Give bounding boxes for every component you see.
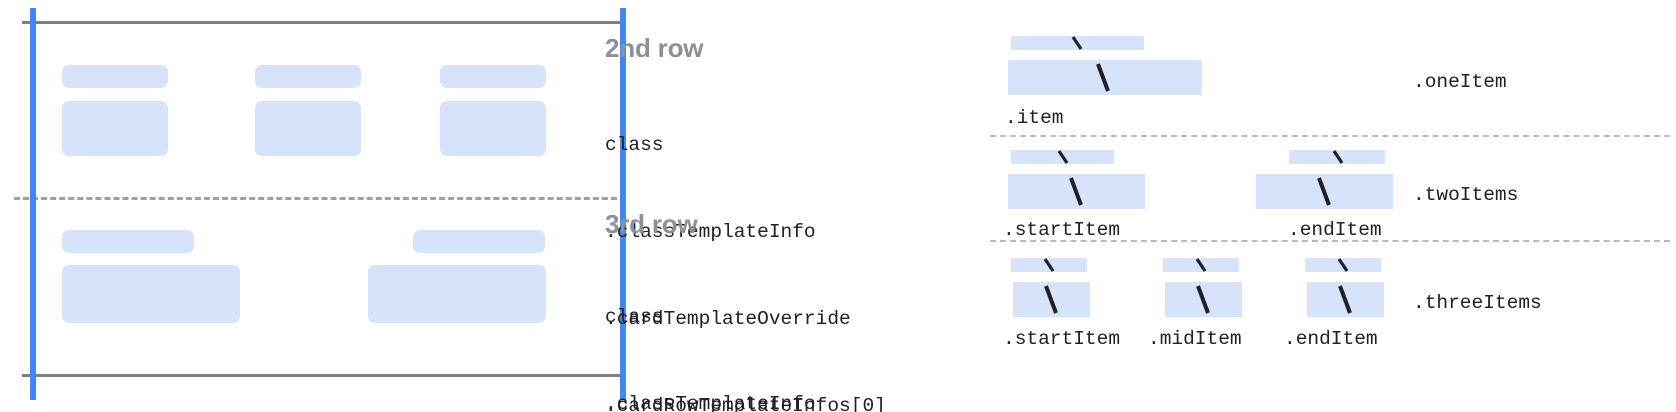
placeholder-content-box	[62, 265, 240, 323]
left-margin-guide	[30, 8, 36, 400]
annotation-code-line: .classTemplateInfo	[605, 221, 816, 243]
legend-item-label: .midItem	[1148, 328, 1242, 350]
slash-icon	[1011, 36, 1144, 50]
slash-icon	[1013, 282, 1090, 317]
annotation-code-line: class	[605, 306, 664, 328]
slash-icon	[1256, 174, 1393, 209]
right-margin-guide	[620, 8, 626, 400]
legend-item-label: .startItem	[1003, 328, 1121, 350]
placeholder-label-bar	[62, 230, 194, 253]
placeholder-label-bar	[440, 65, 546, 88]
legend-section-label: .twoItems	[1413, 184, 1519, 206]
slash-icon	[1165, 282, 1242, 317]
placeholder-label-bar	[62, 65, 168, 88]
annotation-code-line: .cardTemplateOverride	[605, 308, 851, 330]
placeholder-content-box	[440, 101, 546, 156]
slash-icon	[1307, 282, 1384, 317]
annotation-code-line: .cardRowTemplateInfos[0]	[605, 395, 886, 412]
slash-icon	[1163, 258, 1239, 272]
annotation-code-line: .classTemplateInfo	[605, 393, 816, 412]
legend-item-label: .endItem	[1284, 328, 1378, 350]
legend-section-divider	[990, 240, 1670, 242]
placeholder-label-bar	[255, 65, 361, 88]
slash-icon	[1008, 60, 1202, 95]
annotation-heading: 2nd row	[605, 33, 704, 63]
annotation-code-block: class .classTemplateInfo .cardTemplateOv…	[605, 73, 886, 412]
slash-icon	[1011, 258, 1087, 272]
slash-icon	[1289, 150, 1385, 164]
card-top-boundary-rule	[22, 21, 626, 24]
legend-item-label: .item	[1005, 107, 1064, 129]
placeholder-content-box	[255, 101, 361, 156]
legend-section-label: .oneItem	[1413, 71, 1507, 93]
annotation-code-line: class	[605, 134, 664, 156]
placeholder-content-box	[368, 265, 546, 323]
card-row-divider	[14, 197, 626, 200]
legend-section-label: .threeItems	[1413, 292, 1542, 314]
legend-section-divider	[990, 135, 1670, 137]
placeholder-content-box	[62, 101, 168, 156]
card-bottom-boundary-rule	[22, 374, 626, 377]
legend-item-label: .startItem	[1003, 219, 1121, 241]
placeholder-label-bar	[413, 230, 545, 253]
slash-icon	[1011, 150, 1114, 164]
slash-icon	[1305, 258, 1381, 272]
annotation-heading: 3rd row	[605, 209, 698, 239]
annotation-code-block: class .classTemplateInfo .cardTemplateOv…	[605, 245, 886, 412]
slash-icon	[1008, 174, 1145, 209]
legend-item-label: .endItem	[1288, 219, 1382, 241]
